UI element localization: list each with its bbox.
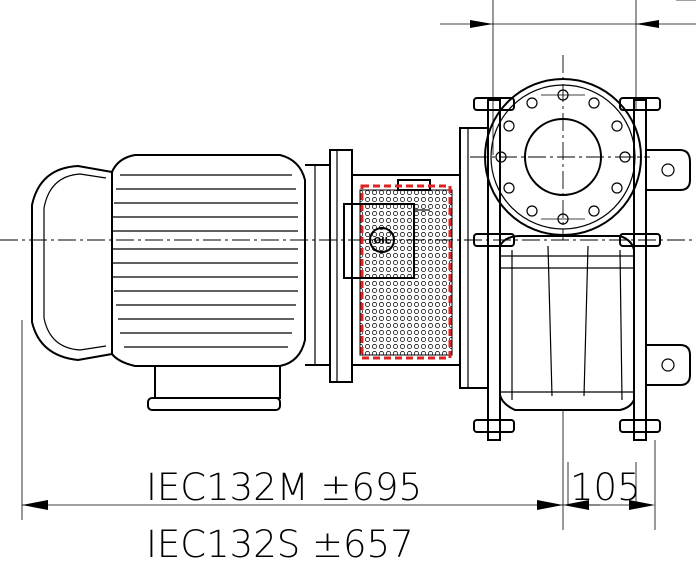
lifting-lugs <box>646 149 691 386</box>
dimension-iec132m: IEC132M ±695 <box>146 466 422 509</box>
dimension-pump-width: 105 <box>570 466 641 509</box>
oil-cover-plate <box>343 203 415 279</box>
motor-end-shield <box>305 164 331 366</box>
motor-foot <box>154 366 281 399</box>
oil-label: OIL <box>374 237 391 247</box>
strainer-perforated-basket <box>359 189 453 356</box>
motor-cooling-fins <box>113 174 298 348</box>
pump-inlet-bore <box>524 118 602 196</box>
pump-adapter-plate <box>459 127 489 389</box>
filter-strainer: OIL <box>343 174 461 366</box>
motor-flange <box>329 149 353 383</box>
left-support-bar <box>487 99 501 441</box>
oil-fill-cap-icon <box>369 227 395 253</box>
pump-inlet-flange <box>484 78 642 236</box>
top-flange-dimension <box>440 0 696 155</box>
motor-foot-base <box>147 397 281 411</box>
strainer-outline-red <box>360 184 452 360</box>
bottom-dimension-lines <box>21 320 656 530</box>
electric-motor <box>31 149 353 411</box>
dimension-iec132s: IEC132S ±657 <box>146 523 414 565</box>
volute-casing <box>499 235 635 411</box>
pump-housing <box>459 78 691 441</box>
motor-body <box>111 154 306 367</box>
frame-bolts <box>473 97 661 433</box>
motor-fan-cowl <box>31 164 113 362</box>
